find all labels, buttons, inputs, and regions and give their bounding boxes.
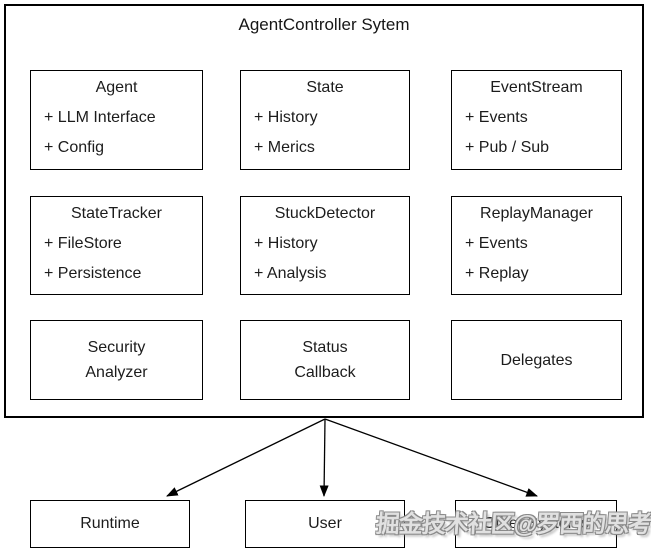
module-item: + LLM Interface <box>44 109 156 126</box>
arrow-to-other-systems <box>324 418 538 497</box>
external-label: User <box>308 515 342 532</box>
module-statetracker: StateTracker + FileStore + Persistence <box>30 196 203 295</box>
module-item: + Persistence <box>44 265 142 282</box>
module-status-callback: Status Callback <box>240 320 410 400</box>
module-state: State + History + Merics <box>240 70 410 170</box>
module-item: + Analysis <box>254 265 327 282</box>
module-title: EventStream <box>490 79 583 96</box>
module-title: StateTracker <box>71 205 162 222</box>
module-eventstream: EventStream + Events + Pub / Sub <box>451 70 622 170</box>
external-label: Other Systems <box>483 515 589 532</box>
module-title: StuckDetector <box>274 205 376 222</box>
external-user: User <box>245 500 405 548</box>
module-agent: Agent + LLM Interface + Config <box>30 70 203 170</box>
module-item: + FileStore <box>44 235 122 252</box>
module-title: Agent <box>95 79 138 96</box>
module-item: + Merics <box>254 139 315 156</box>
module-security-analyzer: Security Analyzer <box>30 320 203 400</box>
module-stuckdetector: StuckDetector + History + Analysis <box>240 196 410 295</box>
watermark-text: 掘金技术社区@罗西的思考 <box>374 511 651 538</box>
diagram-title: AgentController Sytem <box>238 15 410 34</box>
module-item: + Replay <box>465 265 529 282</box>
module-item: + History <box>254 109 318 126</box>
module-title: State <box>306 79 344 96</box>
arrow-to-user <box>319 418 329 498</box>
module-delegates: Delegates <box>451 320 622 400</box>
module-item: + Events <box>465 235 528 252</box>
module-item: + Events <box>465 109 528 126</box>
agent-controller-container <box>4 4 644 418</box>
module-item: + Pub / Sub <box>465 139 550 156</box>
module-title: ReplayManager <box>480 205 593 222</box>
external-runtime: Runtime <box>30 500 190 548</box>
module-item: + History <box>254 235 318 252</box>
arrow-to-runtime <box>166 418 326 497</box>
module-replaymanager: ReplayManager + Events + Replay <box>451 196 622 295</box>
module-item: + Config <box>44 139 105 156</box>
external-label: Runtime <box>80 515 140 532</box>
external-other-systems: Other Systems <box>455 500 617 548</box>
